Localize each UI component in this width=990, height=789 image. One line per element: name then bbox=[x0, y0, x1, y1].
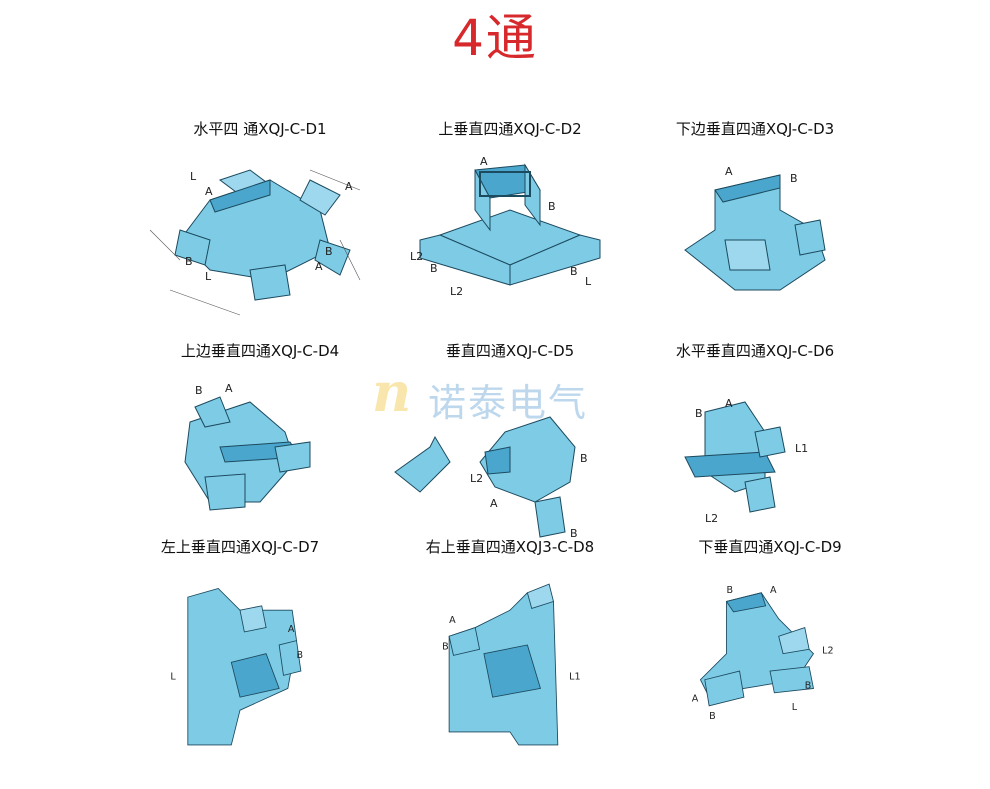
d1-fitting-drawing: L A A B L A B bbox=[149, 169, 361, 316]
dim-label: A bbox=[315, 260, 323, 273]
dim-label: B bbox=[430, 262, 438, 275]
dim-label: B bbox=[570, 527, 578, 540]
item-d5: 垂直四通XQJ-C-D5 L2 A B B bbox=[360, 340, 660, 570]
dim-label: L2 bbox=[705, 512, 718, 525]
dim-label: L1 bbox=[569, 672, 580, 683]
dim-label: B bbox=[790, 172, 798, 185]
item-caption: 下垂直四通XQJ-C-D9 bbox=[698, 538, 842, 556]
d8-fitting-drawing: A B L1 bbox=[442, 583, 581, 746]
watermark: n 诺泰电气 bbox=[372, 360, 642, 425]
dim-label: A bbox=[345, 180, 353, 193]
item-d3: 下边垂直四通XQJ-C-D3 A B bbox=[605, 118, 905, 348]
dim-label: L2 bbox=[410, 250, 423, 263]
dim-label: A bbox=[449, 615, 456, 626]
item-d9: 下垂直四通XQJ-C-D9 B A L2 A B L B bbox=[620, 536, 920, 766]
item-d4: 上边垂直四通XQJ-C-D4 B A bbox=[110, 340, 410, 570]
item-d2: 上垂直四通XQJ-C-D2 A B L2 B L2 B L bbox=[360, 118, 660, 348]
item-caption: 上垂直四通XQJ-C-D2 bbox=[438, 120, 582, 138]
dim-label: B bbox=[695, 407, 703, 420]
d2-fitting-drawing: A B L2 B L2 B L bbox=[410, 155, 601, 298]
dim-label: A bbox=[490, 497, 498, 510]
item-d1: 水平四 通XQJ-C-D1 L A A B L A B bbox=[110, 118, 410, 348]
item-d8: 右上垂直四通XQJ3-C-D8 A B L1 bbox=[360, 536, 660, 766]
d5-fitting-drawing: L2 A B B bbox=[394, 416, 588, 540]
dim-label: A bbox=[205, 185, 213, 198]
d3-fitting-drawing: A B bbox=[684, 165, 826, 291]
dim-label: B bbox=[709, 711, 716, 722]
d6-fitting-drawing: B A L1 L2 bbox=[684, 397, 808, 525]
page-title: 4通 bbox=[452, 9, 538, 67]
dim-label: B bbox=[580, 452, 588, 465]
item-caption: 水平垂直四通XQJ-C-D6 bbox=[675, 342, 835, 360]
dim-label: B bbox=[442, 641, 449, 652]
dim-label: B bbox=[325, 245, 333, 258]
dim-label: A bbox=[480, 155, 488, 168]
item-caption: 水平四 通XQJ-C-D1 bbox=[193, 120, 327, 138]
watermark-text: 诺泰电气 bbox=[428, 381, 589, 425]
item-d6: 水平垂直四通XQJ-C-D6 B A L1 L2 bbox=[605, 340, 905, 570]
dim-label: L bbox=[792, 702, 798, 713]
item-caption: 上边垂直四通XQJ-C-D4 bbox=[180, 342, 340, 360]
dim-label: B bbox=[727, 585, 734, 596]
item-caption: 右上垂直四通XQJ3-C-D8 bbox=[425, 538, 595, 556]
dim-label: L bbox=[585, 275, 592, 288]
watermark-logo: n bbox=[372, 360, 412, 424]
dim-label: B bbox=[297, 650, 304, 661]
dim-label: A bbox=[225, 382, 233, 395]
dim-label: B bbox=[570, 265, 578, 278]
item-d7: 左上垂直四通XQJ-C-D7 A B L bbox=[90, 536, 390, 766]
dim-label: B bbox=[548, 200, 556, 213]
d4-fitting-drawing: B A bbox=[184, 382, 311, 511]
dim-label: A bbox=[725, 397, 733, 410]
dim-label: L bbox=[170, 672, 176, 683]
item-caption: 垂直四通XQJ-C-D5 bbox=[445, 342, 575, 360]
dim-label: B bbox=[185, 255, 193, 268]
dim-label: L bbox=[205, 270, 212, 283]
dim-label: A bbox=[692, 693, 699, 704]
d7-fitting-drawing: A B L bbox=[170, 587, 304, 746]
item-caption: 下边垂直四通XQJ-C-D3 bbox=[675, 120, 835, 138]
dim-label: A bbox=[725, 165, 733, 178]
dim-label: B bbox=[195, 384, 203, 397]
dim-label: L bbox=[190, 170, 197, 183]
item-caption: 左上垂直四通XQJ-C-D7 bbox=[160, 538, 320, 556]
dim-label: A bbox=[288, 624, 295, 635]
dim-label: L2 bbox=[470, 472, 483, 485]
dim-label: B bbox=[805, 680, 812, 691]
dim-label: L2 bbox=[822, 646, 833, 657]
dim-label: L1 bbox=[795, 442, 808, 455]
dim-label: A bbox=[770, 585, 777, 596]
dim-label: L2 bbox=[450, 285, 463, 298]
d9-fitting-drawing: B A L2 A B L B bbox=[692, 585, 834, 722]
